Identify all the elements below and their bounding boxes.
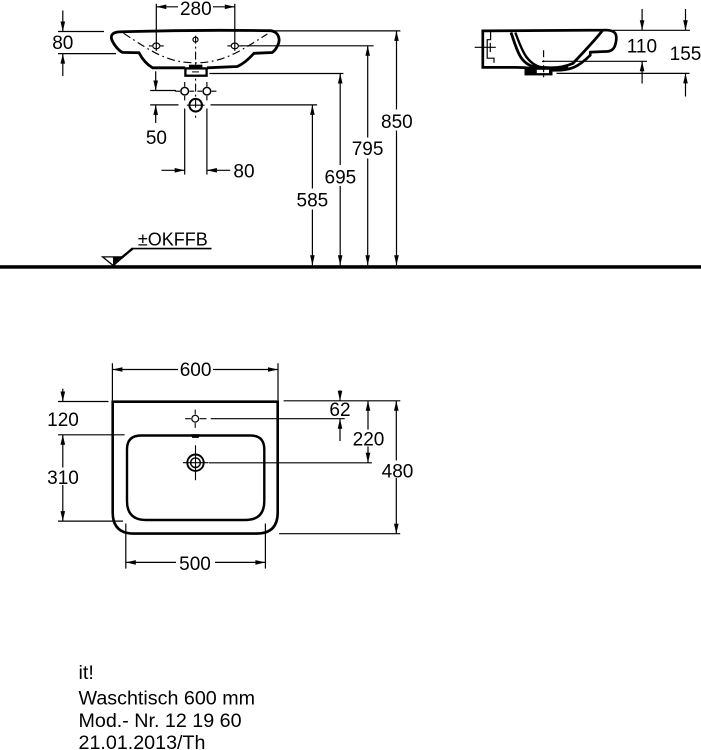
svg-text:500: 500 <box>179 554 211 575</box>
svg-text:480: 480 <box>382 461 414 482</box>
svg-text:80: 80 <box>233 161 254 182</box>
svg-text:Mod.- Nr. 12 19 60: Mod.- Nr. 12 19 60 <box>79 710 242 732</box>
svg-text:50: 50 <box>146 128 167 149</box>
svg-text:585: 585 <box>297 190 329 211</box>
svg-text:21.01.2013/Th: 21.01.2013/Th <box>79 732 206 750</box>
svg-text:280: 280 <box>180 0 212 20</box>
svg-text:695: 695 <box>325 168 357 189</box>
svg-text:310: 310 <box>47 468 79 489</box>
svg-text:220: 220 <box>353 430 385 451</box>
svg-text:155: 155 <box>670 44 701 65</box>
svg-text:62: 62 <box>329 400 350 421</box>
svg-text:120: 120 <box>47 410 79 431</box>
svg-text:±OKFFB: ±OKFFB <box>138 229 208 249</box>
svg-text:80: 80 <box>52 33 73 54</box>
svg-text:600: 600 <box>180 360 212 381</box>
svg-text:it!: it! <box>79 662 94 684</box>
svg-text:110: 110 <box>627 37 657 58</box>
svg-text:Waschtisch 600 mm: Waschtisch 600 mm <box>79 688 256 710</box>
svg-text:850: 850 <box>381 112 413 133</box>
svg-text:795: 795 <box>352 139 384 160</box>
